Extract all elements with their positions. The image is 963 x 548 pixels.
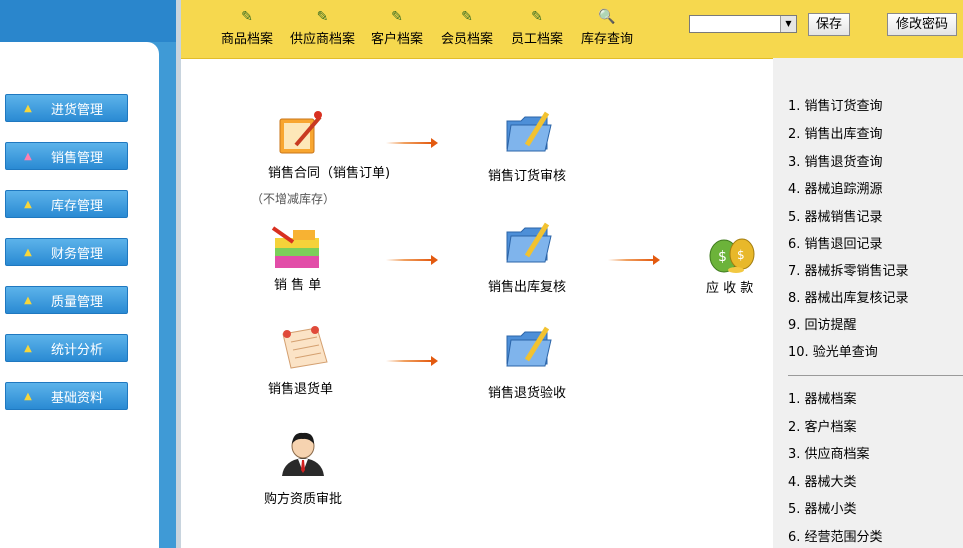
flow-contract-note: （不增减库存） — [251, 192, 336, 206]
money-bag-icon[interactable]: $ $ — [706, 226, 760, 274]
sidebar-item-sales[interactable]: ▲ 销售管理 — [5, 142, 128, 170]
toolbar-member-archive[interactable]: ✎ 会员档案 — [441, 8, 493, 47]
flow-sales-slip-label[interactable]: 销 售 单 — [274, 278, 322, 293]
svg-text:$: $ — [737, 248, 745, 262]
folder-pencil-icon[interactable] — [503, 322, 557, 370]
sidebar-item-label: 质量管理 — [51, 294, 104, 310]
toolbar-supplier-archive[interactable]: ✎ 供应商档案 — [290, 8, 355, 47]
change-password-button[interactable]: 修改密码 — [887, 13, 957, 36]
link-device-archive[interactable]: 1. 器械档案 — [788, 392, 857, 407]
quick-links-panel: 1. 销售订货查询 2. 销售出库查询 3. 销售退货查询 4. 器械追踪溯源 … — [773, 58, 963, 548]
home-icon: ▲ — [24, 390, 32, 402]
save-button[interactable]: 保存 — [808, 13, 850, 36]
home-icon: ▲ — [24, 246, 32, 258]
flow-receivable-label[interactable]: 应 收 款 — [706, 281, 754, 296]
edit-document-icon: ✎ — [241, 9, 253, 25]
toolbar-inventory-query[interactable]: 🔍 库存查询 — [581, 8, 633, 47]
sidebar-item-label: 基础资料 — [51, 390, 104, 406]
link-device-tracing[interactable]: 4. 器械追踪溯源 — [788, 182, 883, 197]
chevron-down-icon[interactable]: ▼ — [780, 16, 796, 32]
contract-pen-icon[interactable] — [276, 109, 330, 157]
link-device-subcategory[interactable]: 5. 器械小类 — [788, 502, 857, 517]
sidebar-item-statistics[interactable]: ▲ 统计分析 — [5, 334, 128, 362]
sidebar-item-inventory[interactable]: ▲ 库存管理 — [5, 190, 128, 218]
sidebar-item-label: 销售管理 — [51, 150, 104, 166]
flow-return-check-label[interactable]: 销售退货验收 — [488, 386, 567, 401]
link-follow-up-reminder[interactable]: 9. 回访提醒 — [788, 318, 857, 333]
sidebar-item-purchase[interactable]: ▲ 进货管理 — [5, 94, 128, 122]
flow-arrow — [608, 255, 660, 265]
edit-document-icon: ✎ — [316, 9, 329, 25]
link-device-retail-record[interactable]: 7. 器械拆零销售记录 — [788, 264, 909, 279]
sidebar-item-basic-data[interactable]: ▲ 基础资料 — [5, 382, 128, 410]
toolbar-employee-archive[interactable]: ✎ 员工档案 — [511, 8, 563, 47]
link-optometry-query[interactable]: 10. 验光单查询 — [788, 345, 878, 360]
link-device-category[interactable]: 4. 器械大类 — [788, 475, 857, 490]
sidebar-top-strip — [0, 0, 181, 42]
link-sales-return-query[interactable]: 3. 销售退货查询 — [788, 155, 883, 170]
user-businessman-icon[interactable] — [276, 428, 330, 476]
home-icon: ▲ — [24, 198, 32, 210]
sidebar-item-label: 统计分析 — [51, 342, 104, 358]
home-icon: ▲ — [24, 102, 32, 114]
flow-buyer-approval-label[interactable]: 购方资质审批 — [264, 492, 343, 507]
home-icon: ▲ — [24, 342, 32, 354]
flow-contract-label[interactable]: 销售合同（销售订单) — [268, 166, 391, 181]
search-document-icon: 🔍 — [598, 9, 616, 25]
toolbar-select[interactable]: ▼ — [689, 15, 797, 33]
link-business-scope[interactable]: 6. 经营范围分类 — [788, 530, 883, 545]
home-icon: ▲ — [24, 294, 32, 306]
link-device-sales-record[interactable]: 5. 器械销售记录 — [788, 210, 883, 225]
toolbar-item-label: 商品档案 — [221, 32, 274, 47]
link-supplier-archive[interactable]: 3. 供应商档案 — [788, 447, 870, 462]
flow-order-review-label[interactable]: 销售订货审核 — [488, 169, 567, 184]
toolbar-item-label: 员工档案 — [511, 32, 564, 47]
toolbar-product-archive[interactable]: ✎ 商品档案 — [221, 8, 273, 47]
sidebar-item-finance[interactable]: ▲ 财务管理 — [5, 238, 128, 266]
home-icon: ▲ — [24, 150, 32, 162]
link-sales-order-query[interactable]: 1. 销售订货查询 — [788, 99, 883, 114]
toolbar-item-label: 供应商档案 — [290, 32, 356, 47]
flow-arrow — [386, 255, 438, 265]
flow-return-slip-label[interactable]: 销售退货单 — [268, 382, 334, 397]
sidebar-item-label: 库存管理 — [51, 198, 104, 214]
sidebar-item-label: 进货管理 — [51, 102, 104, 118]
link-outbound-review-record[interactable]: 8. 器械出库复核记录 — [788, 291, 909, 306]
folder-pencil-icon[interactable] — [503, 218, 557, 266]
panel-divider — [788, 375, 963, 376]
folder-pencil-icon[interactable] — [503, 107, 557, 155]
edit-document-icon: ✎ — [391, 9, 403, 25]
flow-arrow — [386, 138, 438, 148]
notepad-pencil-icon[interactable] — [269, 224, 323, 272]
link-sales-outbound-query[interactable]: 2. 销售出库查询 — [788, 127, 883, 142]
flow-arrow — [386, 356, 438, 366]
edit-document-icon: ✎ — [461, 9, 473, 25]
frame-divider — [176, 0, 181, 548]
sidebar-item-quality[interactable]: ▲ 质量管理 — [5, 286, 128, 314]
toolbar-item-label: 会员档案 — [441, 32, 494, 47]
toolbar-customer-archive[interactable]: ✎ 客户档案 — [371, 8, 423, 47]
flow-outbound-review-label[interactable]: 销售出库复核 — [488, 280, 567, 295]
edit-document-icon: ✎ — [531, 9, 543, 25]
sidebar-item-label: 财务管理 — [51, 246, 104, 262]
toolbar-item-label: 库存查询 — [581, 32, 634, 47]
svg-text:$: $ — [718, 249, 727, 265]
toolbar-item-label: 客户档案 — [371, 32, 424, 47]
link-sales-return-record[interactable]: 6. 销售退回记录 — [788, 237, 883, 252]
link-customer-archive[interactable]: 2. 客户档案 — [788, 420, 857, 435]
scroll-paper-icon[interactable] — [277, 324, 331, 372]
